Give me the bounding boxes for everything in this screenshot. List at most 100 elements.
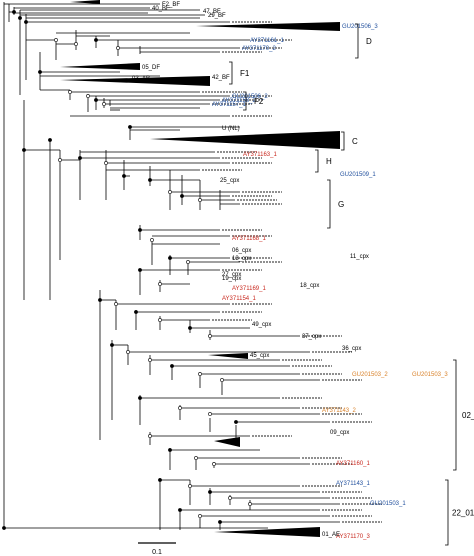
leaf-label: 05_DF xyxy=(142,65,160,71)
leaf-label: 11_cpx xyxy=(350,254,369,260)
bootstrap-node-high xyxy=(134,310,138,314)
clade-bracket xyxy=(341,131,345,151)
leaf-label: 03_AB xyxy=(132,76,150,82)
clade-label: F1 xyxy=(240,69,250,78)
bootstrap-node-low xyxy=(248,502,252,506)
leaf-label: 25_cpx xyxy=(220,178,239,184)
leaf-label: 49_cpx xyxy=(252,322,271,328)
bootstrap-node-high xyxy=(18,16,22,20)
bootstrap-node-high xyxy=(94,38,98,42)
tree-branches xyxy=(3,2,340,530)
bootstrap-node-high xyxy=(170,364,174,368)
bootstrap-node-high xyxy=(168,256,172,260)
leaf-label: AY371170_2 xyxy=(242,46,276,52)
clade-label: D xyxy=(366,37,372,46)
bootstrap-node-high xyxy=(234,420,238,424)
bootstrap-node-low xyxy=(220,378,224,382)
collapsed-clade-triangle xyxy=(196,22,340,31)
bootstrap-node-low xyxy=(126,350,130,354)
bootstrap-node-high xyxy=(188,326,192,330)
bootstrap-node-high xyxy=(2,526,6,530)
bootstrap-node-low xyxy=(104,161,108,165)
leaf-label: 18_cpx xyxy=(300,283,319,289)
bootstrap-node-high xyxy=(110,343,114,347)
bootstrap-node-high xyxy=(138,228,142,232)
bootstrap-node-low xyxy=(198,514,202,518)
collapsed-clade-triangle xyxy=(214,527,320,537)
clade-bracket xyxy=(453,359,457,471)
bootstrap-node-high xyxy=(178,508,182,512)
bootstrap-node-high xyxy=(218,520,222,524)
clade-label: F2 xyxy=(254,97,264,106)
bootstrap-node-low xyxy=(116,46,120,50)
collapsed-clade-triangle xyxy=(70,0,100,4)
leaf-label: AY371154_1 xyxy=(222,296,256,302)
leaf-label: 27_cpx xyxy=(222,272,241,278)
leaf-label: AY371169_1 xyxy=(232,286,266,292)
leaf-label: AY371170_3 xyxy=(336,534,370,540)
clade-bracket xyxy=(243,91,247,111)
leaf-label: AY371157_1 xyxy=(212,102,246,108)
scale-bar: 0.1 xyxy=(138,542,176,556)
bootstrap-node-high xyxy=(208,490,212,494)
bootstrap-node-high xyxy=(122,174,126,178)
bootstrap-node-low xyxy=(208,412,212,416)
clade-label: 02_AG xyxy=(462,411,474,420)
clade-bracket xyxy=(315,149,319,173)
bootstrap-node-low xyxy=(150,238,154,242)
bootstrap-node-high xyxy=(168,448,172,452)
bootstrap-node-high xyxy=(158,478,162,482)
bootstrap-node-low xyxy=(58,158,62,162)
leaf-label: 09_cpx xyxy=(330,430,349,436)
leaf-label: AY371160_1 xyxy=(336,461,370,467)
leaf-label: 42_BF xyxy=(212,75,230,81)
leaf-label: AY371168_1 xyxy=(232,236,266,242)
clade-bracket xyxy=(327,179,331,229)
bootstrap-node-markers xyxy=(2,10,252,530)
bootstrap-node-high xyxy=(180,194,184,198)
bootstrap-node-low xyxy=(54,38,58,42)
bootstrap-node-high xyxy=(98,298,102,302)
bootstrap-node-high xyxy=(24,20,28,24)
collapsed-clade-triangle xyxy=(208,353,248,359)
sequence-labels xyxy=(202,21,382,523)
collapsed-clade-triangle xyxy=(60,76,210,86)
leaf-label: GU201506_3 xyxy=(342,24,378,30)
leaf-label: 37_cpx xyxy=(302,334,321,340)
collapsed-clades xyxy=(60,0,340,537)
leaf-label: 45_cpx xyxy=(250,353,269,359)
bootstrap-node-low xyxy=(198,198,202,202)
leaf-label: GU201506_2 xyxy=(232,94,268,100)
bootstrap-node-low xyxy=(68,90,72,94)
bootstrap-node-high xyxy=(128,125,132,129)
bootstrap-node-low xyxy=(186,260,190,264)
bootstrap-node-low xyxy=(212,462,216,466)
collapsed-clade-triangle xyxy=(214,437,240,447)
leaf-label: AY371143_1 xyxy=(336,481,370,487)
leaf-label: U (NL) xyxy=(222,126,240,132)
bootstrap-node-low xyxy=(194,456,198,460)
bootstrap-node-high xyxy=(78,156,82,160)
clade-label: 22_01A1 xyxy=(452,509,474,518)
bootstrap-node-high xyxy=(48,138,52,142)
leaf-label: GU201503_1 xyxy=(370,501,406,507)
clade-bracket xyxy=(229,61,233,85)
bootstrap-node-low xyxy=(148,358,152,362)
clade-bracket xyxy=(445,479,449,546)
collapsed-clade-triangle xyxy=(150,131,340,149)
leaf-label: GU201503_2 xyxy=(352,372,388,378)
leaf-label: 19_cpx xyxy=(222,276,241,282)
bootstrap-node-low xyxy=(148,434,152,438)
leaf-label: 13_cpx xyxy=(232,256,251,262)
bootstrap-node-high xyxy=(38,70,42,74)
bootstrap-node-low xyxy=(178,406,182,410)
bootstrap-node-high xyxy=(94,98,98,102)
leaf-label: 29_BF xyxy=(208,13,226,19)
bootstrap-node-high xyxy=(12,10,16,14)
bootstrap-node-low xyxy=(228,496,232,500)
bootstrap-node-low xyxy=(208,334,212,338)
bootstrap-node-low xyxy=(168,190,172,194)
bootstrap-node-low xyxy=(198,372,202,376)
